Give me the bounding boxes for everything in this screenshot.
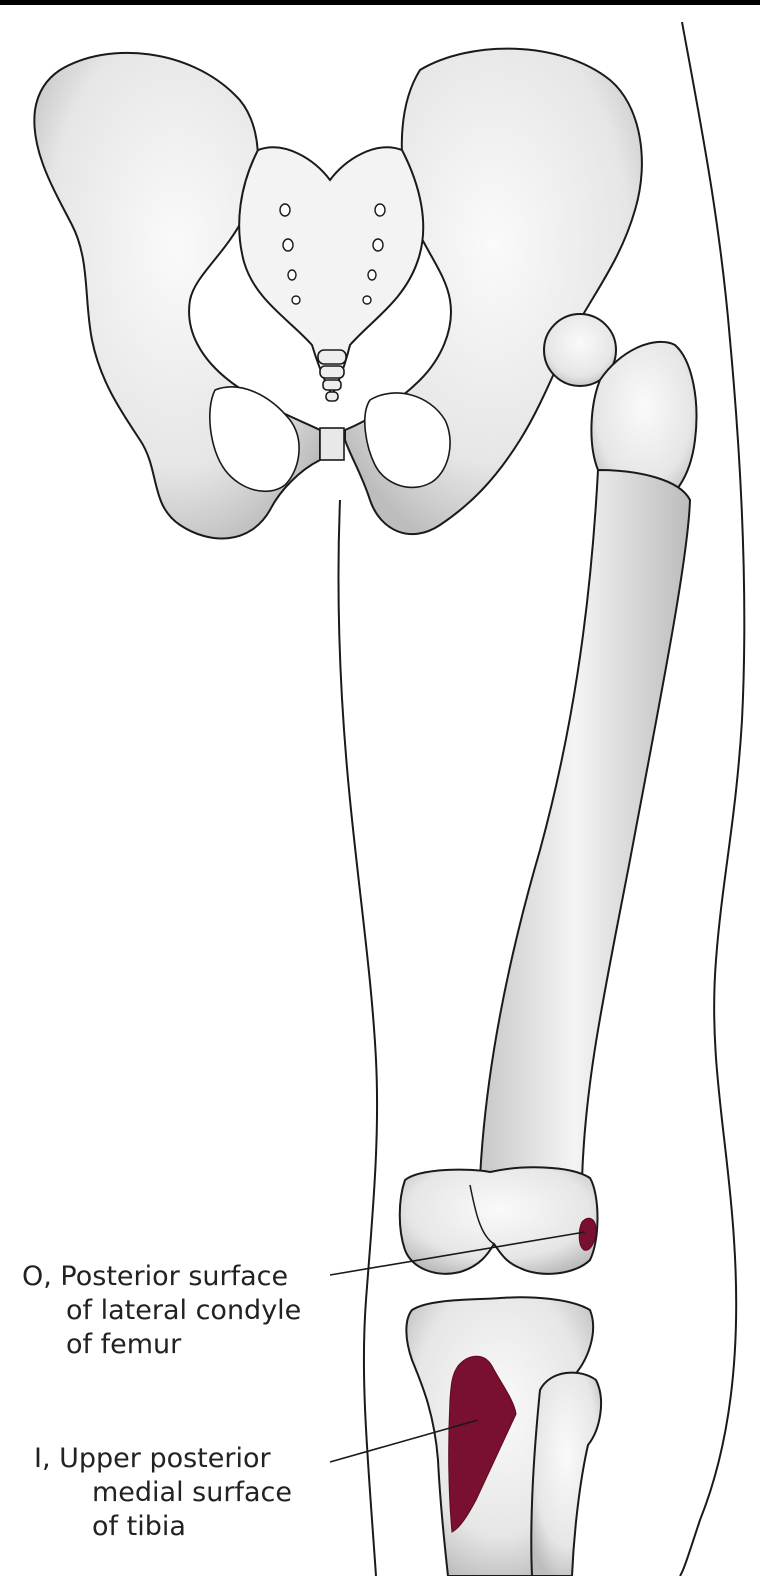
insertion-label-line-3: of tibia [34,1510,292,1544]
origin-label-line-3: of femur [22,1328,301,1362]
origin-label-line-1: O, Posterior surface [22,1260,301,1294]
body-outline-right [680,22,744,1576]
insertion-label-line-2: medial surface [34,1476,292,1510]
insertion-label: I, Upper posterior medial surface of tib… [34,1442,292,1544]
origin-label-line-2: of lateral condyle [22,1294,301,1328]
fibula [531,1373,601,1576]
insertion-label-line-1: I, Upper posterior [34,1442,292,1476]
pubic-symphysis [320,428,344,460]
body-outline-medial [338,500,377,1576]
coccyx [318,350,346,401]
femur-shaft [480,470,690,1180]
origin-label: O, Posterior surface of lateral condyle … [22,1260,301,1362]
